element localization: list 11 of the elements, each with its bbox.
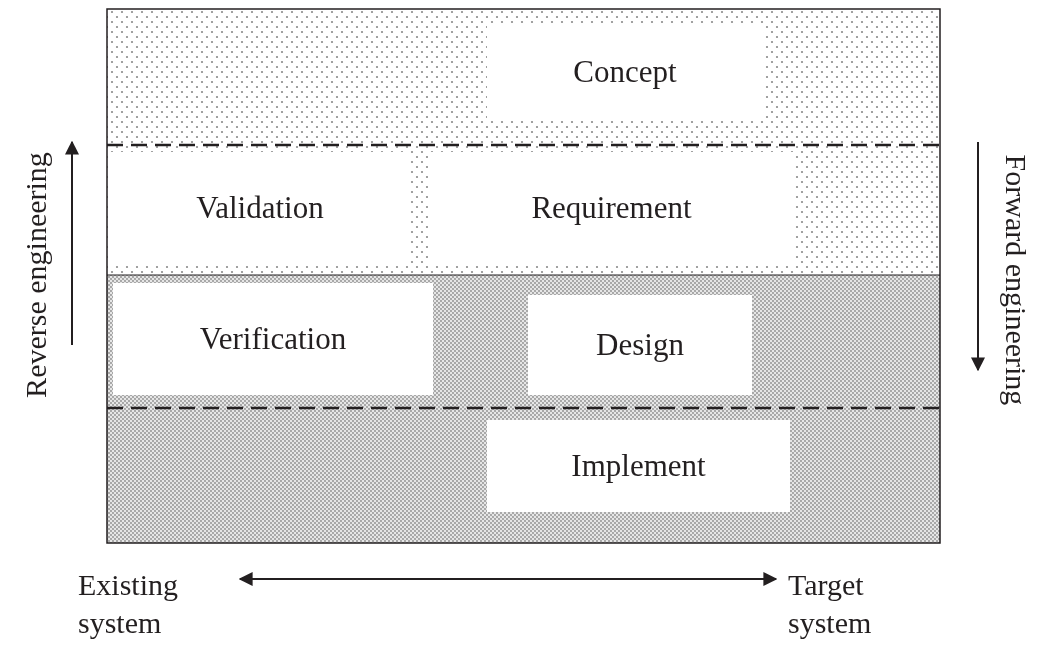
phase-box: Concept	[487, 25, 763, 120]
axis-label: Forward engineering	[999, 153, 1034, 408]
phase-box: Requirement	[428, 152, 795, 265]
axis-label: Reverse engineering	[18, 151, 53, 400]
phase-box: Design	[528, 295, 752, 395]
axis-end-label: Target system	[788, 560, 913, 648]
double-arrow	[238, 572, 778, 586]
phase-box: Implement	[487, 420, 790, 512]
axis-end-label: Existing system	[78, 560, 228, 648]
phase-box: Validation	[110, 152, 410, 265]
phase-box: Verification	[113, 283, 433, 395]
